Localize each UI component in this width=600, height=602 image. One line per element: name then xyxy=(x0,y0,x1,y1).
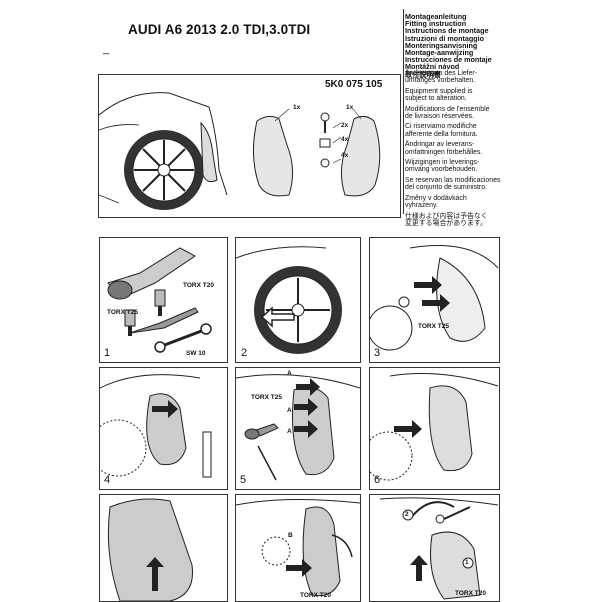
screw-icon xyxy=(435,506,471,524)
mudflap-detail-illustration xyxy=(107,498,194,601)
tighten-screws-illustration xyxy=(236,374,360,481)
remove-screws-illustration xyxy=(370,245,499,351)
header-divider xyxy=(403,9,404,214)
dash-mark: _ xyxy=(103,43,110,55)
callout-clip: 4x xyxy=(341,136,349,143)
label-point-a-bottom: A xyxy=(287,428,292,435)
clip-icon xyxy=(319,138,331,148)
callout-screw: 2x xyxy=(341,122,349,129)
ratchet-icon xyxy=(107,247,196,300)
ratchet-icon xyxy=(244,423,279,440)
instruction-title-it: Istruzioni di montaggio xyxy=(405,33,485,43)
step-number-5: 5 xyxy=(240,474,247,486)
label-point-a-middle: A xyxy=(287,407,292,414)
arrow-right-icon xyxy=(152,400,178,418)
label-sw-10: SW 10 xyxy=(186,350,206,357)
supply-notes: Änderungen des Liefer-umfanges vorbehalt… xyxy=(405,70,500,230)
label-step-marker-2: 2 xyxy=(405,511,409,518)
step-panel-6 xyxy=(369,367,500,490)
wheel-icon xyxy=(124,130,204,210)
step-panel-9 xyxy=(369,494,500,602)
label-torx-t25: TORX T25 xyxy=(251,394,282,401)
callout-flap-right: 1x xyxy=(346,104,354,111)
secure-mudflap-illustration xyxy=(370,373,499,481)
screwdriver-icon xyxy=(129,307,199,334)
label-torx-t20: TORX T20 xyxy=(300,592,331,599)
step-panel-7 xyxy=(99,494,228,602)
arrow-up-icon xyxy=(410,555,428,581)
arrow-up-icon xyxy=(146,557,164,591)
note-ja: 仕様および内容は予告なく変更する場合があります。 xyxy=(405,212,488,227)
label-torx-t25: TORX T25 xyxy=(418,323,449,330)
note-nl: Wijzigingen in leverings-omvang voorbeho… xyxy=(405,159,480,174)
mudflap-left-icon xyxy=(252,115,293,197)
arrow-right-icon xyxy=(286,559,312,577)
instruction-title-fr: Instructions de montage xyxy=(405,26,489,36)
label-step-marker-1: 1 xyxy=(465,559,469,566)
overview-panel xyxy=(98,74,401,218)
arrow-right-icon xyxy=(394,420,422,438)
step-panel-4 xyxy=(99,367,228,490)
label-point-b: B xyxy=(288,532,293,539)
step-number-6: 6 xyxy=(374,474,381,486)
note-sv: Ändringar av leverans-omfattningen förbe… xyxy=(405,141,483,156)
label-torx-t25: TORX T25 xyxy=(107,309,138,316)
label-torx-t20: TORX T20 xyxy=(455,590,486,597)
wrench-icon xyxy=(154,323,212,353)
instruction-title-list: Montageanleitung Fitting instruction Ins… xyxy=(405,13,500,78)
arrow-right-icon xyxy=(414,276,450,312)
step-panel-5 xyxy=(235,367,361,490)
step-panel-8 xyxy=(235,494,361,602)
wheel-arch-illustration xyxy=(236,246,342,354)
tools-illustration xyxy=(107,247,212,353)
note-de: Änderungen des Liefer-umfanges vorbehalt… xyxy=(405,70,478,85)
callout-nut: 4x xyxy=(341,152,349,159)
label-point-a-top: A xyxy=(287,370,292,377)
instruction-title-ja: 取付説明書 xyxy=(405,69,441,79)
torx-bit-icon xyxy=(124,289,166,336)
nut-icon xyxy=(320,158,330,168)
fit-mudflap-illustration xyxy=(100,374,212,478)
document-title: AUDI A6 2013 2.0 TDI,3.0TDI xyxy=(128,22,311,37)
arrow-right-icon xyxy=(294,378,320,438)
step-number-3: 3 xyxy=(374,347,381,359)
step-panel-1 xyxy=(99,237,228,363)
step-panel-3 xyxy=(369,237,500,363)
step-number-2: 2 xyxy=(241,347,248,359)
overview-illustration xyxy=(99,92,381,210)
fit-clip-illustration xyxy=(236,498,360,597)
final-fit-illustration xyxy=(379,497,499,600)
instruction-title-en: Fitting instruction xyxy=(405,19,467,29)
instruction-title-de: Montageanleitung xyxy=(405,12,467,21)
instruction-title-es: Instrucciones de montaje xyxy=(405,55,492,65)
instruction-title-nl: Montage-aanwijzing xyxy=(405,48,474,58)
instruction-title-sv: Monteringsanvisning xyxy=(405,40,478,50)
wheel-icon xyxy=(254,266,342,354)
step-number-1: 1 xyxy=(104,347,111,359)
instruction-title-cs: Montážní návod xyxy=(405,62,460,72)
label-torx-t20: TORX T20 xyxy=(183,282,214,289)
screw-icon xyxy=(320,112,330,133)
arrow-left-icon xyxy=(260,306,295,328)
part-number: 5K0 075 105 xyxy=(325,79,383,90)
step-panel-2 xyxy=(235,237,361,363)
step-number-4: 4 xyxy=(104,474,111,486)
callout-flap-left: 1x xyxy=(293,104,301,111)
